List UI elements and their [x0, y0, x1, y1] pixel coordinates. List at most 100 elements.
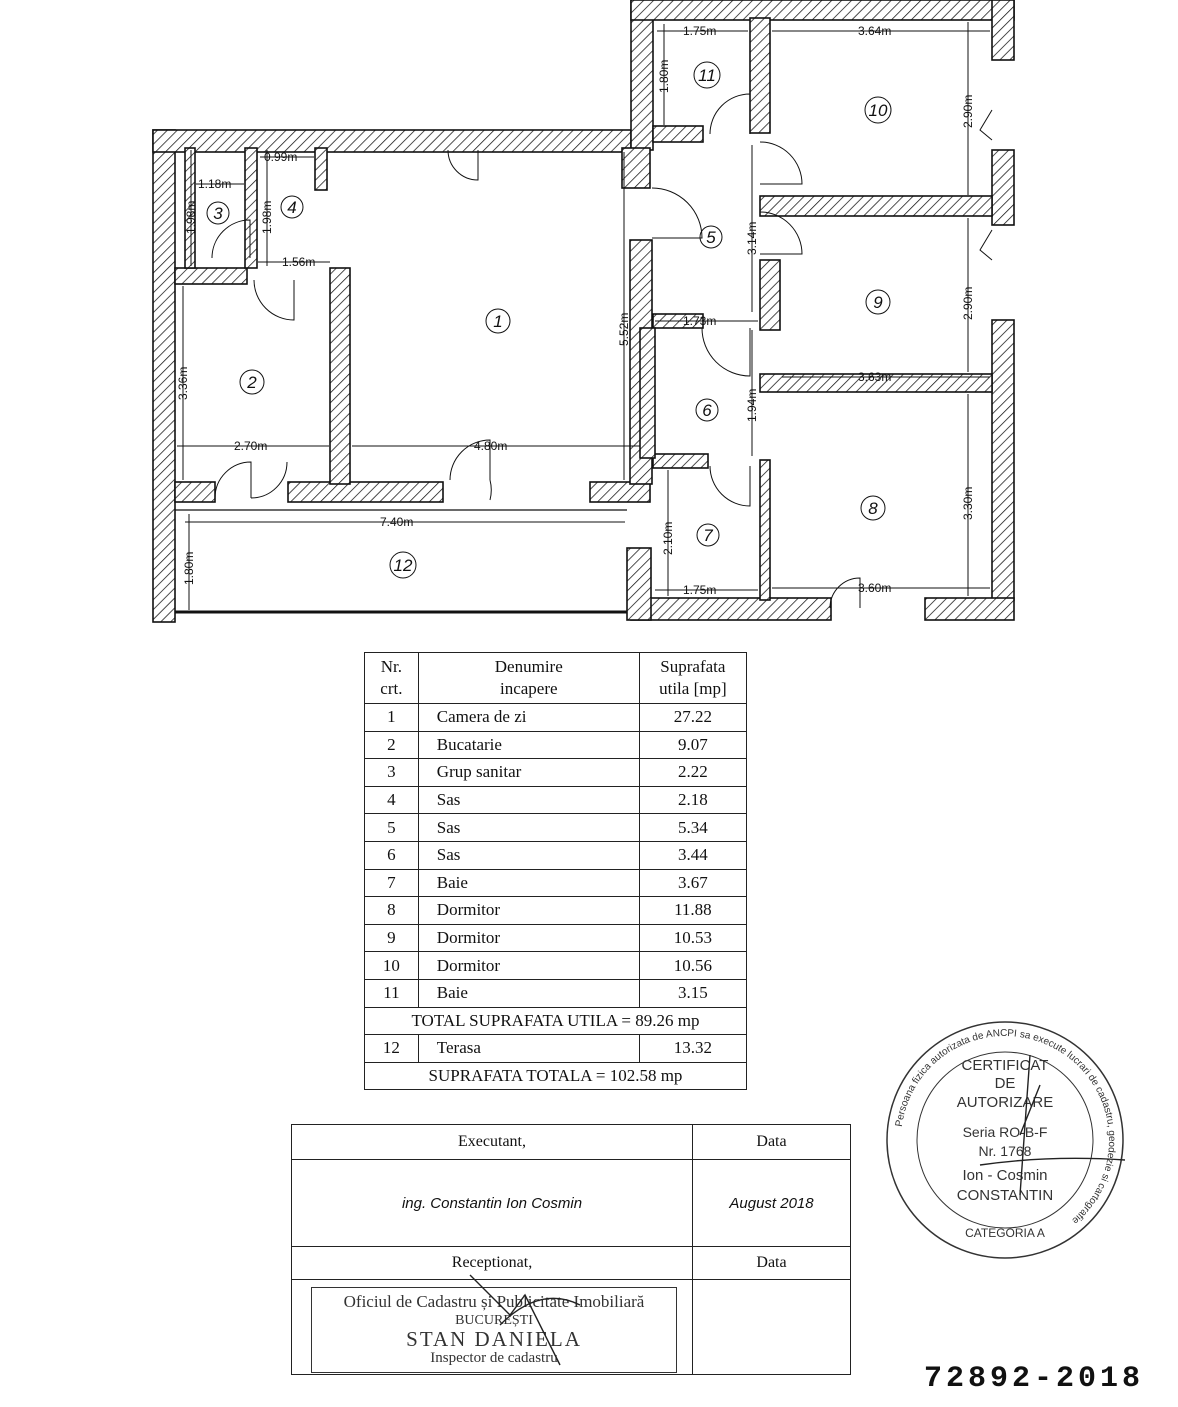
- svg-text:1: 1: [493, 312, 502, 331]
- received-stamp-cell: Oficiul de Cadastru și Publicitate Imobi…: [291, 1279, 693, 1375]
- total-area: SUPRAFATA TOTALA = 102.58 mp: [364, 1061, 747, 1091]
- svg-text:8: 8: [868, 499, 878, 518]
- stamp-office: Oficiul de Cadastru și Publicitate Imobi…: [343, 1292, 645, 1311]
- stamp-city: BUCUREȘTI: [455, 1313, 533, 1328]
- svg-text:10: 10: [869, 101, 888, 120]
- dim-label: 4.80m: [474, 439, 507, 453]
- cell-name: Dormitor: [417, 896, 640, 925]
- dim-label: 1.73m: [683, 314, 716, 328]
- cell-name: Dormitor: [417, 923, 640, 953]
- room-number-6: 6: [695, 398, 719, 422]
- cell-no: 1: [364, 703, 419, 732]
- seal-line: AUTORIZARE: [957, 1094, 1053, 1111]
- room-number-1: 1: [485, 308, 511, 334]
- dim-label: 1.80m: [182, 552, 196, 585]
- dim-label: 1.98m: [260, 201, 274, 234]
- cell-area: 2.22: [638, 758, 748, 787]
- dim-label: 3.63m: [858, 370, 891, 384]
- cell-no: 11: [364, 978, 419, 1008]
- dim-label: 1.98m: [184, 201, 198, 234]
- cell-name: Baie: [417, 868, 640, 898]
- stamp-inspector-title: Inspector de cadastru: [430, 1350, 558, 1366]
- cell-area: 3.44: [638, 840, 748, 870]
- dim-label: 1.75m: [683, 583, 716, 597]
- cell-no: 5: [364, 813, 419, 842]
- cell-no: 9: [364, 923, 419, 953]
- cell-area: 13.32: [638, 1034, 748, 1063]
- total-useful-row: TOTAL SUPRAFATA UTILA = 89.26 mp: [364, 1006, 747, 1036]
- dim-label: 1.80m: [657, 60, 671, 93]
- svg-text:3: 3: [213, 204, 223, 223]
- seal-line: CATEGORIA A: [965, 1226, 1045, 1240]
- room-numbers: 1 2 3 4 5 6 7 8 9 10 11 12: [206, 61, 892, 579]
- svg-text:12: 12: [394, 556, 413, 575]
- dim-label: 1.56m: [282, 255, 315, 269]
- svg-text:4: 4: [287, 198, 296, 217]
- room-number-8: 8: [860, 495, 886, 521]
- dim-label: 7.40m: [380, 515, 413, 529]
- room-number-4: 4: [280, 195, 304, 219]
- cell-name: Baie: [417, 978, 640, 1008]
- dim-label: 2.90m: [961, 287, 975, 320]
- room-number-10: 10: [864, 96, 892, 124]
- dim-label: 3.60m: [858, 581, 891, 595]
- header-nr: Nr.crt.: [364, 652, 419, 704]
- cell-name: Sas: [417, 785, 640, 815]
- cell-no: 2: [364, 730, 419, 760]
- dim-label: 3.30m: [961, 487, 975, 520]
- dimension-lines: [177, 22, 990, 610]
- dim-label: 0.99m: [264, 150, 297, 164]
- room-number-3: 3: [206, 201, 230, 225]
- total-row: SUPRAFATA TOTALA = 102.58 mp: [364, 1061, 747, 1091]
- cell-name: Bucatarie: [417, 730, 640, 760]
- cell-no: 6: [364, 840, 419, 870]
- dim-label: 2.10m: [661, 522, 675, 555]
- walls: [152, 0, 1015, 623]
- cell-no: 4: [364, 785, 419, 815]
- seal-line: Nr. 1768: [979, 1143, 1032, 1159]
- cell-area: 2.18: [638, 785, 748, 815]
- cell-name: Sas: [417, 813, 640, 842]
- cell-name: Dormitor: [417, 951, 640, 980]
- date-label-2: Data: [692, 1246, 851, 1280]
- cell-area: 27.22: [638, 703, 748, 732]
- cell-area: 11.88: [638, 896, 748, 925]
- cell-area: 3.15: [638, 978, 748, 1008]
- svg-text:11: 11: [698, 66, 716, 85]
- svg-text:5: 5: [706, 228, 716, 247]
- cell-area: 9.07: [638, 730, 748, 760]
- cell-area: 5.34: [638, 813, 748, 842]
- dim-label: 5.52m: [617, 313, 631, 346]
- dim-label: 3.36m: [176, 367, 190, 400]
- executant-name: ing. Constantin Ion Cosmin: [291, 1159, 693, 1247]
- cell-area: 3.67: [638, 868, 748, 898]
- cell-name: Terasa: [417, 1034, 640, 1063]
- authorization-seal: Persoana fizica autorizata de ANCPI sa e…: [886, 1021, 1126, 1259]
- cell-area: 10.56: [638, 951, 748, 980]
- dim-label: 1.94m: [745, 389, 759, 422]
- cell-no: 7: [364, 868, 419, 898]
- cell-name: Sas: [417, 840, 640, 870]
- svg-text:2: 2: [246, 373, 257, 392]
- cell-no: 8: [364, 896, 419, 925]
- room-number-7: 7: [696, 523, 720, 547]
- executant-label: Executant,: [291, 1124, 693, 1160]
- seal-line: Seria RO-B-F: [963, 1124, 1048, 1140]
- terrace-outline: [175, 509, 627, 614]
- seal-line: Ion - Cosmin: [962, 1167, 1047, 1184]
- received-label: Receptionat,: [291, 1246, 693, 1280]
- registration-number: 72892-2018: [924, 1362, 1145, 1396]
